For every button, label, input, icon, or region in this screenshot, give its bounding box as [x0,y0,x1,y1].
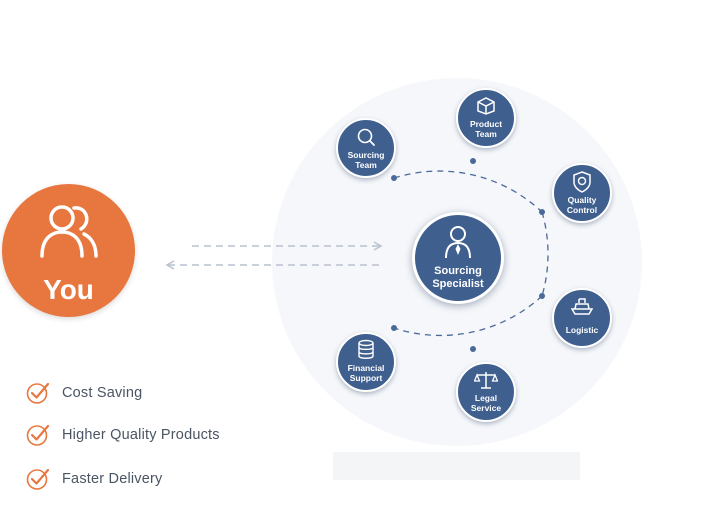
arc-dot [539,209,545,215]
sourcing-specialist-node: Sourcing Specialist [412,212,504,304]
check-circle-icon [26,424,50,446]
arc-dot [391,325,397,331]
dashed-arc-top [393,170,543,213]
scales-icon [474,372,498,389]
check-circle-icon [26,382,50,404]
arrow-to-you-head [165,260,175,270]
you-circle: You [2,184,135,317]
box-icon [477,97,495,115]
person-tie-icon [445,226,471,259]
dashed-arc-right [541,211,549,297]
shield-icon [573,171,591,193]
you-label: You [43,274,94,305]
check-circle-icon [26,468,50,490]
placeholder-bar [333,452,580,480]
arc-dot [539,293,545,299]
magnifier-icon [357,128,375,146]
dashed-arc-bottom [393,295,543,337]
arrow-to-specialist-head [373,241,383,251]
arc-dot [470,346,476,352]
center-label: Sourcing Specialist [432,265,484,290]
benefit-label: Faster Delivery [62,471,163,487]
coins-icon [358,339,374,359]
users-icon [40,205,98,258]
arc-dot [470,158,476,164]
node-label: Logistic [565,325,599,335]
node-logistic: Logistic [552,288,612,348]
benefit-label: Cost Saving [62,385,143,401]
benefit-label: Higher Quality Products [62,427,220,443]
ship-icon [571,298,593,315]
arc-dot [391,175,397,181]
